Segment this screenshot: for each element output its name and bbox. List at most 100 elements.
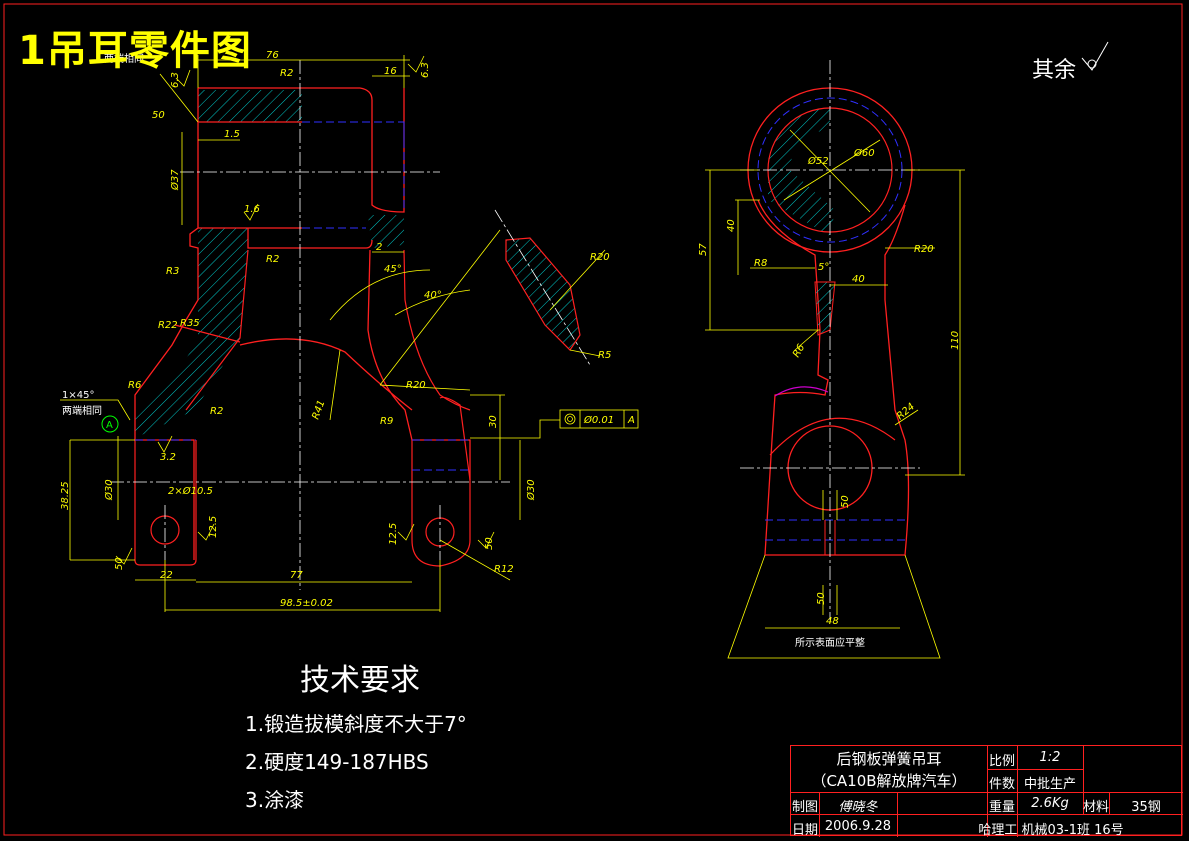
drawing-title: 1吊耳零件图 (18, 28, 252, 74)
dim-phi37: Ø37 (169, 169, 181, 191)
scale-label: 比例 (988, 754, 1015, 769)
hidden-lines-left (135, 121, 470, 471)
rest-surface-symbol (1081, 41, 1109, 71)
right-arm-hatch (814, 281, 836, 336)
dim-50-angle: 50 (152, 110, 165, 121)
dim-45deg: 45° (384, 264, 402, 275)
left-dimension-lines (60, 55, 560, 612)
material-label: 材料 (1083, 800, 1110, 815)
dim-40-vert: 40 (726, 219, 737, 232)
dim-r35: R35 (180, 318, 200, 329)
dim-6-3: 6.3 (170, 72, 181, 88)
dim-r9: R9 (380, 416, 393, 427)
flat-base (727, 554, 941, 659)
dim-2: 2 (376, 242, 382, 253)
datum-a-marker (101, 415, 119, 433)
weight-label: 重量 (988, 800, 1015, 815)
dim-50-left: 50 (114, 557, 125, 570)
dim-r41: R41 (310, 399, 327, 421)
dim-16: 16 (384, 66, 397, 77)
bottom-slot (824, 520, 836, 555)
dim-12-5-left: 12.5 (208, 516, 219, 538)
dim-1-5: 1.5 (224, 129, 240, 140)
right-lug (411, 396, 471, 567)
dim-2xphi10-5: 2×Ø10.5 (168, 485, 213, 497)
dim-76: 76 (266, 50, 279, 61)
scale-value: 1:2 (1039, 750, 1061, 765)
tolerance-value: Ø0.01 (583, 414, 614, 426)
dim-phi30-left: Ø30 (103, 479, 115, 501)
hatch-left-arm (135, 228, 248, 438)
dim-1-6: 1.6 (244, 204, 260, 215)
count-label: 件数 (988, 777, 1015, 792)
drawn-label: 制图 (791, 800, 818, 815)
removed-section (494, 209, 606, 366)
dim-r6: R6 (128, 380, 141, 391)
dim-r20-b: R20 (590, 252, 610, 263)
dim-r2-mid: R2 (266, 254, 279, 265)
surface-flat-note: 所示表面应平整 (795, 636, 865, 649)
title-block: 后钢板弹簧吊耳 （CA10B解放牌汽车） 比例 1:2 件数 中批生产 制图 傅… (790, 745, 1183, 838)
dim-30: 30 (488, 415, 499, 428)
dim-r22: R22 (158, 320, 178, 331)
dim-phi60: Ø60 (853, 147, 875, 159)
right-center-lines (740, 60, 920, 620)
date-label: 日期 (791, 823, 818, 838)
dim-57: 57 (698, 243, 709, 256)
dim-r3: R3 (166, 266, 179, 277)
tech-req-item-1: 1.锻造拔模斜度不大于7° (245, 712, 467, 736)
hatch-right-boss (368, 215, 404, 248)
center-lines-left (110, 60, 510, 590)
dim-r6-right: R6 (791, 342, 807, 359)
date-value: 2006.9.28 (824, 819, 892, 834)
tech-req-heading: 技术要求 (300, 663, 420, 698)
dimension-labels-left: 76 16 R2 6.3 50 1.5 Ø37 1.6 R3 R2 2 45° … (60, 50, 611, 609)
dim-40deg: 40° (424, 290, 442, 301)
both-ends-same-top: 两端相同 (104, 52, 144, 65)
dim-r24: R24 (895, 401, 917, 422)
dim-50-upper: 50 (840, 495, 851, 508)
dim-12-5-right: 12.5 (388, 523, 399, 545)
surface-symbols-left (115, 55, 495, 565)
rest-surface-note: 其余 (1032, 58, 1077, 83)
left-view-outline (134, 87, 471, 560)
weight-value: 2.6Kg (1031, 796, 1069, 811)
dim-98-5: 98.5±0.02 (280, 598, 333, 609)
dim-phi52: Ø52 (807, 155, 829, 167)
dim-50-right: 50 (484, 537, 495, 550)
right-body-outline (757, 199, 910, 556)
bottom-eye-upper-arc (769, 417, 896, 456)
tolerance-frame: Ø0.01 A (559, 409, 639, 429)
dim-48: 48 (826, 616, 839, 627)
dim-r2-top: R2 (280, 68, 293, 79)
dim-r5: R5 (598, 350, 611, 361)
dim-40-horz: 40 (852, 274, 865, 285)
drawing-frame (3, 3, 1183, 836)
dim-6-3-top: 6.3 (420, 62, 431, 78)
dim-r12: R12 (494, 564, 514, 575)
left-arm-inner (174, 249, 249, 411)
dim-phi30-right: Ø30 (525, 479, 537, 501)
dim-3-2: 3.2 (160, 452, 176, 463)
drawn-value: 傅晓冬 (838, 800, 878, 815)
part-name-line1: 后钢板弹簧吊耳 (836, 750, 942, 768)
right-view (705, 41, 1109, 659)
material-value: 35钢 (1131, 800, 1161, 815)
dim-22: 22 (160, 570, 173, 581)
tolerance-datum: A (627, 415, 635, 426)
school-value: 哈理工 机械03-1班 16号 (978, 823, 1124, 838)
dim-110: 110 (950, 331, 961, 350)
dim-77: 77 (290, 570, 303, 581)
both-ends-same-left: 两端相同 (62, 404, 102, 417)
count-value: 中批生产 (1023, 777, 1076, 792)
dim-5deg: 5° (818, 262, 829, 273)
dim-r2-low: R2 (210, 406, 223, 417)
dim-50-lower: 50 (816, 592, 827, 605)
tech-req-item-3: 3.涂漆 (245, 788, 305, 812)
left-section-view: A Ø0.01 A (60, 55, 639, 612)
dim-38-25: 38.25 (60, 481, 71, 510)
right-dimension-lines (705, 129, 965, 629)
dim-r20-right: R20 (914, 244, 934, 255)
top-eye-hatch (768, 108, 835, 236)
